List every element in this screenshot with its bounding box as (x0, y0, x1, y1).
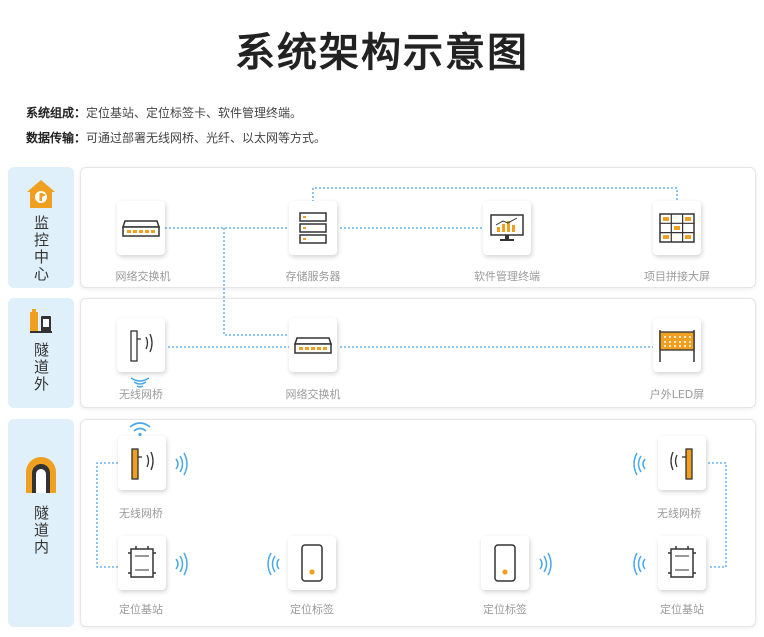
system-composition-text: 定位基站、定位标签卡、软件管理终端。 (86, 106, 303, 120)
signal-wave-icon (130, 377, 150, 388)
data-transfer-label: 数据传输： (26, 131, 87, 145)
base-station-left-label: 定位基站 (119, 603, 163, 616)
section-outside: 隧道外 (8, 298, 74, 408)
signal-wave-icon (175, 552, 188, 576)
monitor-switch-label: 网络交换机 (115, 270, 171, 283)
outside-switch-label: 网络交换机 (285, 388, 341, 401)
led-screen-card (653, 318, 701, 372)
base-station-right-card (658, 536, 706, 590)
wireless-bridge-icon (670, 448, 693, 480)
splice-screen-card (653, 201, 701, 255)
signal-wave-icon (267, 552, 280, 576)
link-bridge-base-left (96, 462, 118, 568)
inside-bridge-left-label: 无线网桥 (119, 507, 163, 520)
splice-screen-icon (659, 213, 695, 243)
storage-server-card (289, 201, 337, 255)
link-bridge-base-right (708, 462, 727, 568)
link-server-screen (312, 187, 678, 206)
tag-left-card (288, 536, 336, 590)
signal-wave-icon (175, 452, 188, 476)
base-station-icon (128, 546, 156, 578)
outside-row (80, 298, 756, 408)
storage-server-label: 存储服务器 (285, 270, 341, 283)
outside-bridge-card (117, 318, 165, 372)
section-monitor: 监控中心 (8, 167, 74, 288)
wireless-bridge-icon (131, 448, 154, 480)
tag-right-card (481, 536, 529, 590)
outside-switch-card (289, 318, 337, 372)
page-title: 系统架构示意图 (235, 30, 529, 76)
section-inside-label: 隧道内 (32, 505, 50, 556)
inside-bridge-right-label: 无线网桥 (657, 507, 701, 520)
software-terminal-label: 软件管理终端 (474, 270, 540, 283)
signal-wave-icon (633, 552, 646, 576)
outside-bridge-label: 无线网桥 (119, 388, 163, 401)
monitor-terminal-icon (490, 214, 524, 241)
data-transfer-text: 可通过部署无线网桥、光纤、以太网等方式。 (86, 131, 327, 145)
inside-bridge-right-card (658, 436, 706, 490)
wifi-signal-icon (129, 422, 151, 437)
base-station-icon (668, 546, 696, 578)
tunnel-outside-icon (30, 309, 52, 333)
system-composition: 系统组成：定位基站、定位标签卡、软件管理终端。 (26, 104, 302, 121)
inside-row (80, 419, 756, 627)
splice-screen-label: 项目拼接大屏 (644, 270, 710, 283)
tag-right-label: 定位标签 (483, 603, 527, 616)
software-terminal-card (483, 201, 531, 255)
monitor-switch-card (117, 201, 165, 255)
positioning-tag-icon (301, 544, 323, 582)
led-screen-icon (659, 330, 695, 362)
wireless-bridge-icon (130, 330, 153, 362)
signal-wave-icon (633, 452, 646, 476)
inside-bridge-left-card (118, 436, 166, 490)
system-composition-label: 系统组成： (26, 106, 87, 120)
server-icon (299, 212, 327, 244)
section-monitor-label: 监控中心 (32, 215, 50, 283)
positioning-tag-icon (494, 544, 516, 582)
base-station-right-label: 定位基站 (660, 603, 704, 616)
tag-left-label: 定位标签 (290, 603, 334, 616)
signal-wave-icon (539, 552, 552, 576)
led-screen-label: 户外LED屏 (649, 388, 705, 401)
data-transfer: 数据传输：可通过部署无线网桥、光纤、以太网等方式。 (26, 129, 326, 146)
base-station-left-card (118, 536, 166, 590)
network-switch-icon (121, 220, 161, 237)
section-inside: 隧道内 (8, 419, 74, 627)
monitor-center-icon (27, 180, 55, 208)
network-switch-icon (293, 337, 333, 354)
section-outside-label: 隧道外 (32, 342, 50, 393)
tunnel-inside-icon (26, 457, 56, 493)
